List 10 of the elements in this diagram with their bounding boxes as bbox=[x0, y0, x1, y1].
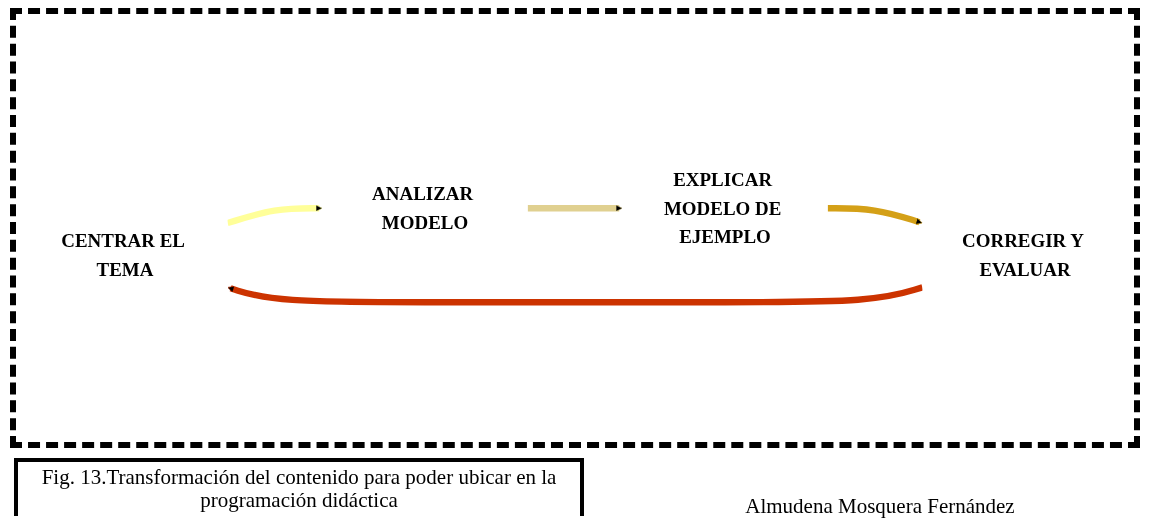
arrow bbox=[226, 204, 323, 227]
node-text: ANALIZAR MODELO bbox=[372, 183, 474, 233]
figure-caption: Fig. 13.Transformación del contenido para poder ubicar en la programación didáctica bbox=[14, 458, 584, 517]
arrow bbox=[827, 205, 923, 226]
arrow bbox=[527, 204, 623, 212]
node-text: EXPLICAR MODELO DE EJEMPLO bbox=[663, 169, 782, 247]
node-text: CORREGIR Y EVALUAR bbox=[962, 230, 1084, 280]
arrow bbox=[227, 284, 924, 306]
author-name: Almudena Mosquera Fernández bbox=[744, 494, 1016, 519]
node-text: CENTRAR EL TEMA bbox=[61, 230, 184, 280]
